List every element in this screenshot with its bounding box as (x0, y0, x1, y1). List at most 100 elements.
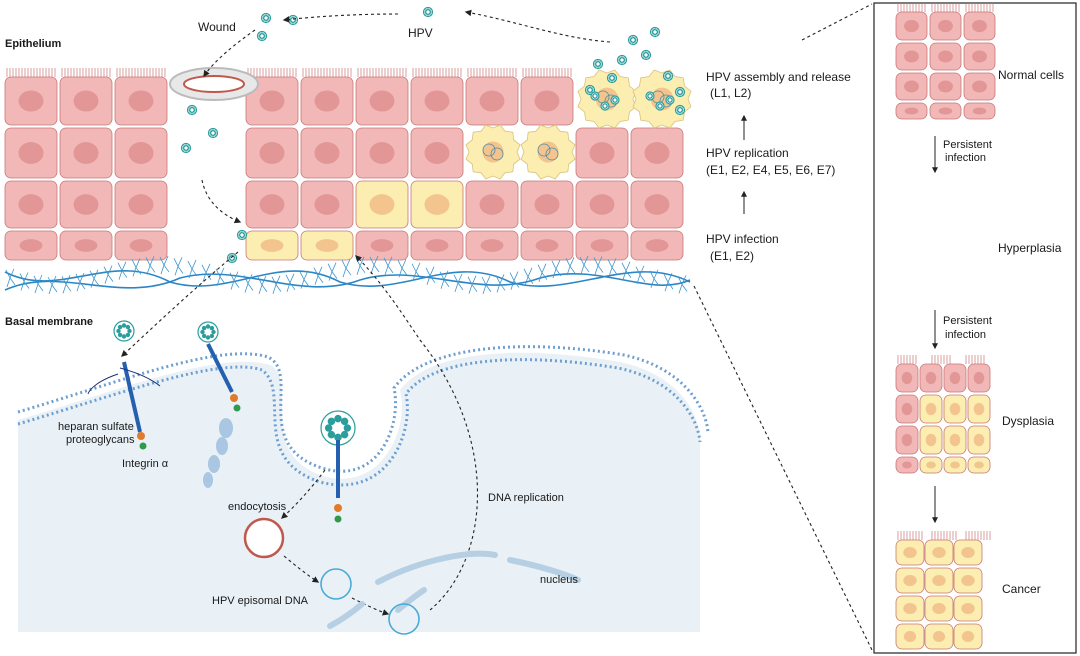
epithelial-cell (4, 76, 58, 126)
nucleus-label: nucleus (540, 574, 578, 586)
hpv-virion (260, 12, 272, 24)
hpv-label: HPV (408, 26, 433, 40)
hpv-virion (584, 84, 596, 96)
panel-cell (929, 42, 962, 71)
hpv-virion (592, 58, 604, 70)
panel-cell (924, 623, 954, 650)
hpv-virion (186, 104, 198, 116)
replication-genes: (E1, E2, E4, E5, E6, E7) (706, 163, 835, 177)
epithelial-cell (300, 230, 354, 261)
wound (169, 67, 259, 101)
epithelial-cell (355, 76, 409, 126)
replication-label: HPV replication (706, 146, 789, 160)
endocytosed-receptor (334, 440, 342, 523)
panel-cell (953, 623, 983, 650)
epithelial-cell (245, 76, 299, 126)
panel-cell (895, 456, 919, 474)
hpv-virion (590, 91, 600, 101)
panel-cell (929, 102, 962, 120)
epithelial-cell (630, 230, 684, 261)
epithelial-cell (114, 127, 168, 179)
episomal-dna (320, 568, 420, 635)
panel-cell (895, 11, 928, 41)
panel-cell (967, 394, 991, 424)
epithelial-cell (59, 76, 113, 126)
panel-cell (967, 425, 991, 455)
epithelial-cell (575, 230, 629, 261)
panel-cell (924, 539, 954, 566)
hpv-virion (236, 229, 248, 241)
transition-2-line2: infection (945, 329, 986, 341)
epithelial-cell (575, 180, 629, 229)
endocytosis-label: endocytosis (228, 501, 287, 513)
dna-replication-label: DNA replication (488, 492, 564, 504)
hpv-virion (645, 91, 655, 101)
epithelial-cell (300, 127, 354, 179)
hpv-virion (113, 320, 135, 342)
epithelial-cell (4, 180, 58, 229)
panel-cell (963, 72, 996, 101)
hpv-virion (640, 49, 652, 61)
epithelium-cells (4, 68, 692, 261)
epithelium-label: Epithelium (5, 38, 61, 50)
basal-membrane-fibers (4, 255, 691, 295)
hpv-virion (287, 14, 299, 26)
epithelial-cell (355, 127, 409, 179)
panel-cell (895, 595, 925, 622)
basal-membrane-label: Basal membrane (5, 316, 93, 328)
stage-normal-label: Normal cells (998, 68, 1064, 82)
panel-cell (953, 595, 983, 622)
hpv-virion (422, 6, 434, 18)
epithelial-cell (520, 180, 574, 229)
epithelial-cell (520, 76, 574, 126)
panel-cell (919, 456, 943, 474)
stage-hyperplasia-label: Hyperplasia (998, 241, 1062, 255)
epithelial-cell (59, 230, 113, 261)
panel-cell (895, 567, 925, 594)
panel-cell (895, 623, 925, 650)
panel-cell (895, 363, 919, 393)
zoom-connectors (693, 3, 873, 651)
stage-cancer-label: Cancer (1002, 582, 1041, 596)
panel-cell (895, 425, 919, 455)
epithelial-cell (410, 180, 464, 229)
hpv-virion (320, 410, 356, 446)
epithelial-cell (575, 127, 629, 179)
hpv-virion (627, 34, 639, 46)
panel-cell (929, 11, 962, 41)
panel-cell (895, 42, 928, 71)
heparan-label-1: heparan sulfate (58, 421, 134, 433)
infection-path-arrows (121, 9, 611, 616)
panel-cell (963, 102, 996, 120)
epithelial-cell (4, 230, 58, 261)
episomal-dna-label: HPV episomal DNA (212, 595, 309, 607)
hpv-virion (606, 72, 618, 84)
infected-koilocyte (465, 124, 521, 180)
epithelial-cell (630, 127, 684, 179)
epithelial-cell (245, 230, 299, 261)
panel-cell (895, 102, 928, 120)
infected-koilocyte (632, 69, 692, 129)
epithelial-cell (300, 180, 354, 229)
assembly-genes: (L1, L2) (710, 86, 751, 100)
epithelial-cell (410, 230, 464, 261)
epithelial-cell (4, 127, 58, 179)
panel-cell (967, 456, 991, 474)
endosome (243, 517, 285, 559)
host-cell-region (17, 345, 710, 632)
lifecycle-steps: HPV assembly and release (L1, L2) HPV re… (706, 70, 851, 263)
hpv-virion (665, 95, 675, 105)
panel-cell (919, 425, 943, 455)
panel-cell (919, 394, 943, 424)
hpv-virion (610, 95, 620, 105)
epithelial-cell (114, 76, 168, 126)
epithelial-cell (465, 230, 519, 261)
panel-cell (943, 394, 967, 424)
hpv-virion (180, 142, 192, 154)
hpv-virion (197, 321, 219, 343)
epithelial-cell (465, 180, 519, 229)
epithelial-cell (59, 180, 113, 229)
hpv-virion (662, 70, 674, 82)
epithelial-cell (520, 230, 574, 261)
